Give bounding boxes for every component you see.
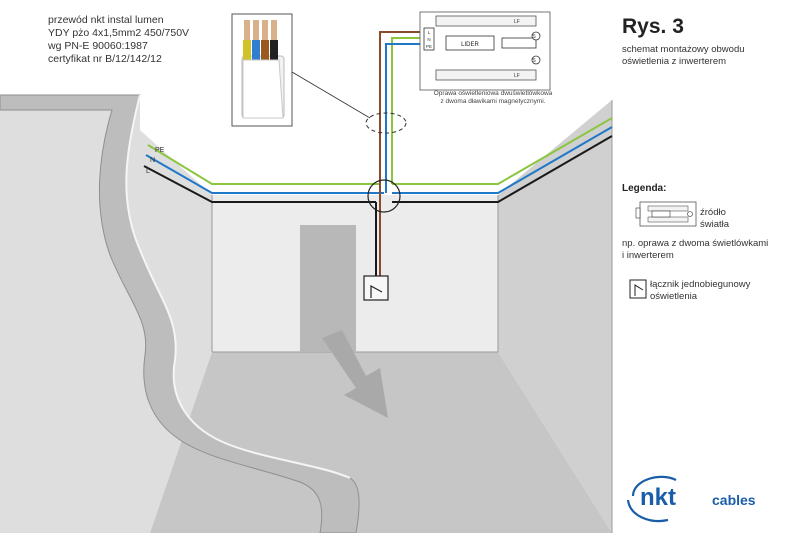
wire-riser [375,31,428,280]
legend-lamp-text: np. oprawa z dwoma świetlówkami i inwert… [622,238,792,263]
legend-source-line-1: źródło [700,207,726,218]
wire-run-right [392,117,613,203]
legend-source-icon [635,201,697,227]
luminaire-caption: Oprawa oświetleniowa dwuświetlówkowa z d… [408,90,578,107]
cable-spec-line-3: wg PN-E 90060:1987 [48,40,148,53]
luminaire-caption-line-2: z dwoma dławikami magnetycznymi. [440,98,546,106]
cable-spec: przewód nkt instal lumen YDY pżo 4x1,5mm… [48,14,189,67]
cable-spec-line-2: YDY pżo 4x1,5mm2 450/750V [48,27,190,40]
floor [150,352,612,533]
legend-switch-line-1: łącznik jednobiegunowy [650,279,751,290]
right-wall [498,100,612,533]
wire-run-left [143,144,384,203]
figure-subtitle-line-1: schemat montażowy obwodu [622,44,745,55]
cable-spec-line-4: certyfikat nr B/12/142/12 [48,53,162,66]
terminal-l: L [428,30,431,35]
luminaire-label: LIDER [461,42,479,48]
legend-lamp-line-2: i inwerterem [622,250,674,262]
switch-contact [370,284,383,298]
luminaire-tag-lf-top: LF [514,19,520,25]
figure-subtitle: schemat montażowy obwodu oświetlenia z i… [622,44,745,69]
logo-mark-text: nkt [640,484,676,511]
wire-label-n: N [150,157,156,164]
wall-cut-inner [125,94,351,479]
legend-switch-text: łącznik jednobiegunowy oświetlenia [650,279,750,304]
figure-title: Rys. 3 [622,15,684,38]
inset-leader [291,71,371,119]
wire-label-l: L [146,168,150,175]
door [300,225,356,352]
wire-label-pe: PE [155,147,165,154]
legend-source-line-2: światła [700,219,730,231]
floor-arrow [322,330,388,418]
logo-wordmark: cables [712,492,756,508]
nkt-logo-mark: nkt [626,475,677,523]
terminal-pe: PE [426,44,432,49]
wall-switch [363,275,389,301]
legend-lamp-line-1: np. oprawa z dwoma świetlówkami [622,238,769,249]
legend-title: Legenda: [622,183,667,194]
terminal-n: N [427,37,430,42]
luminaire [419,11,551,91]
figure-subtitle-line-2: oświetlenia z inwerterem [622,56,727,68]
cable-spec-line-1: przewód nkt instal lumen [48,14,164,26]
cable-illustration [241,20,285,119]
luminaire-caption-line-1: Oprawa oświetleniowa dwuświetlówkowa [433,90,553,97]
left-wall [0,95,212,533]
luminaire-tag-lf-bottom: LF [514,73,520,79]
legend-switch-line-2: oświetlenia [650,291,697,303]
junction-box [367,179,401,213]
legend-switch-icon [629,279,647,299]
luminaire-tag-s-top: S [532,34,536,40]
luminaire-tag-s-bottom: S [532,58,536,64]
legend-source-text: źródło światła [700,207,729,232]
cable-section-marker [365,112,407,134]
